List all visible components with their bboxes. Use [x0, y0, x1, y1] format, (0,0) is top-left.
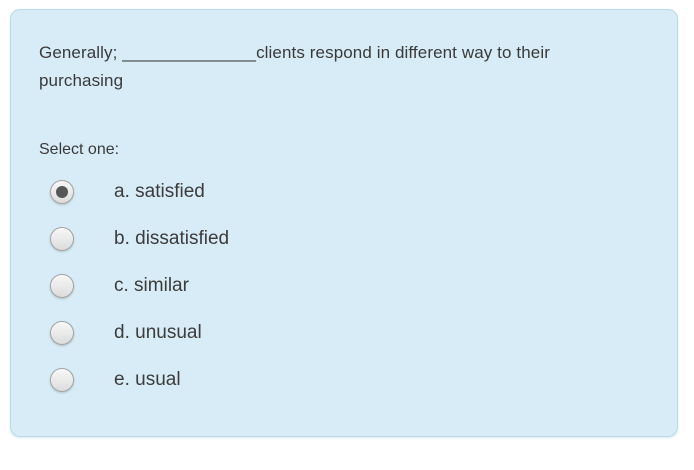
option-label[interactable]: a. satisfied	[114, 180, 205, 202]
radio-button[interactable]	[50, 179, 74, 204]
option-row-a[interactable]: a. satisfied	[39, 168, 637, 215]
radio-button[interactable]	[50, 320, 74, 345]
option-row-d[interactable]: d. unusual	[39, 309, 637, 356]
option-row-b[interactable]: b. dissatisfied	[39, 215, 637, 262]
select-one-label: Select one:	[39, 141, 120, 158]
option-label[interactable]: d. unusual	[114, 321, 202, 343]
question-card: Generally; ______________clients respond…	[10, 9, 678, 437]
option-row-c[interactable]: c. similar	[39, 262, 637, 309]
option-row-e[interactable]: e. usual	[39, 356, 637, 403]
option-label[interactable]: c. similar	[114, 274, 189, 296]
options-list: a. satisfied b. dissatisfied c. similar …	[39, 168, 637, 403]
option-label[interactable]: b. dissatisfied	[114, 227, 230, 249]
radio-button[interactable]	[50, 367, 74, 392]
radio-button[interactable]	[50, 226, 74, 251]
radio-button[interactable]	[50, 273, 74, 298]
question-text: Generally; ______________clients respond…	[39, 43, 550, 90]
option-label[interactable]: e. usual	[114, 368, 181, 390]
